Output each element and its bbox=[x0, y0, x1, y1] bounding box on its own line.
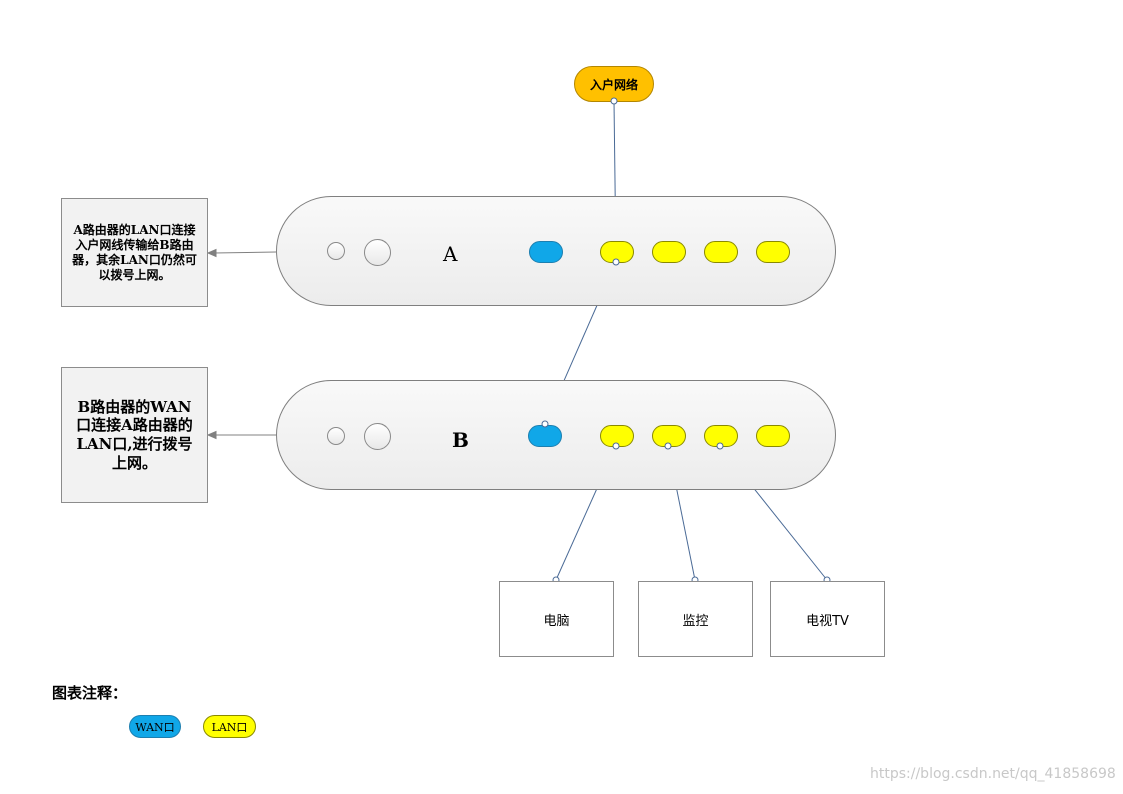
legend-lan-label: LAN口 bbox=[211, 720, 248, 734]
legend-title: 图表注释： bbox=[52, 684, 128, 702]
router-a-name: A bbox=[443, 242, 458, 266]
power-led-icon bbox=[327, 427, 345, 445]
note-router-b-text: B路由器的WAN口连接A路由器的LAN口,进行拨号上网。 bbox=[76, 397, 193, 472]
device-tv: 电视TV bbox=[770, 581, 885, 657]
note-router-b: B路由器的WAN口连接A路由器的LAN口,进行拨号上网。 bbox=[61, 367, 208, 503]
legend-wan: WAN口 bbox=[129, 715, 181, 738]
reset-button-icon bbox=[364, 423, 391, 450]
note-router-a: A路由器的LAN口连接入户网线传输给B路由器，其余LAN口仍然可以拨号上网。 bbox=[61, 198, 208, 307]
legend-lan: LAN口 bbox=[203, 715, 256, 738]
router-b-lan-port-4 bbox=[756, 425, 790, 447]
dot-b-wan bbox=[541, 420, 549, 428]
dot-b-lan1 bbox=[612, 442, 620, 450]
device-camera-label: 监控 bbox=[682, 613, 709, 629]
dot-b-lan3 bbox=[716, 442, 724, 450]
power-led-icon bbox=[327, 242, 345, 260]
router-a-wan-port bbox=[529, 241, 563, 263]
dot-b-lan2 bbox=[664, 442, 672, 450]
device-camera: 监控 bbox=[638, 581, 753, 657]
router-a-lan-port-4 bbox=[756, 241, 790, 263]
watermark: https://blog.csdn.net/qq_41858698 bbox=[870, 766, 1116, 782]
device-pc-label: 电脑 bbox=[543, 613, 570, 629]
internet-source-label: 入户网络 bbox=[589, 77, 638, 92]
router-a-lan-port-3 bbox=[704, 241, 738, 263]
dot-source bbox=[610, 97, 618, 105]
reset-button-icon bbox=[364, 239, 391, 266]
device-pc: 电脑 bbox=[499, 581, 614, 657]
router-b: B bbox=[276, 380, 836, 490]
router-a-lan-port-2 bbox=[652, 241, 686, 263]
note-router-a-text: A路由器的LAN口连接入户网线传输给B路由器，其余LAN口仍然可以拨号上网。 bbox=[72, 222, 197, 282]
internet-source-node: 入户网络 bbox=[574, 66, 654, 102]
dot-a-lan1 bbox=[612, 258, 620, 266]
device-tv-label: 电视TV bbox=[806, 613, 849, 629]
router-a: A bbox=[276, 196, 836, 306]
legend-wan-label: WAN口 bbox=[135, 720, 175, 734]
router-b-name: B bbox=[452, 428, 469, 452]
